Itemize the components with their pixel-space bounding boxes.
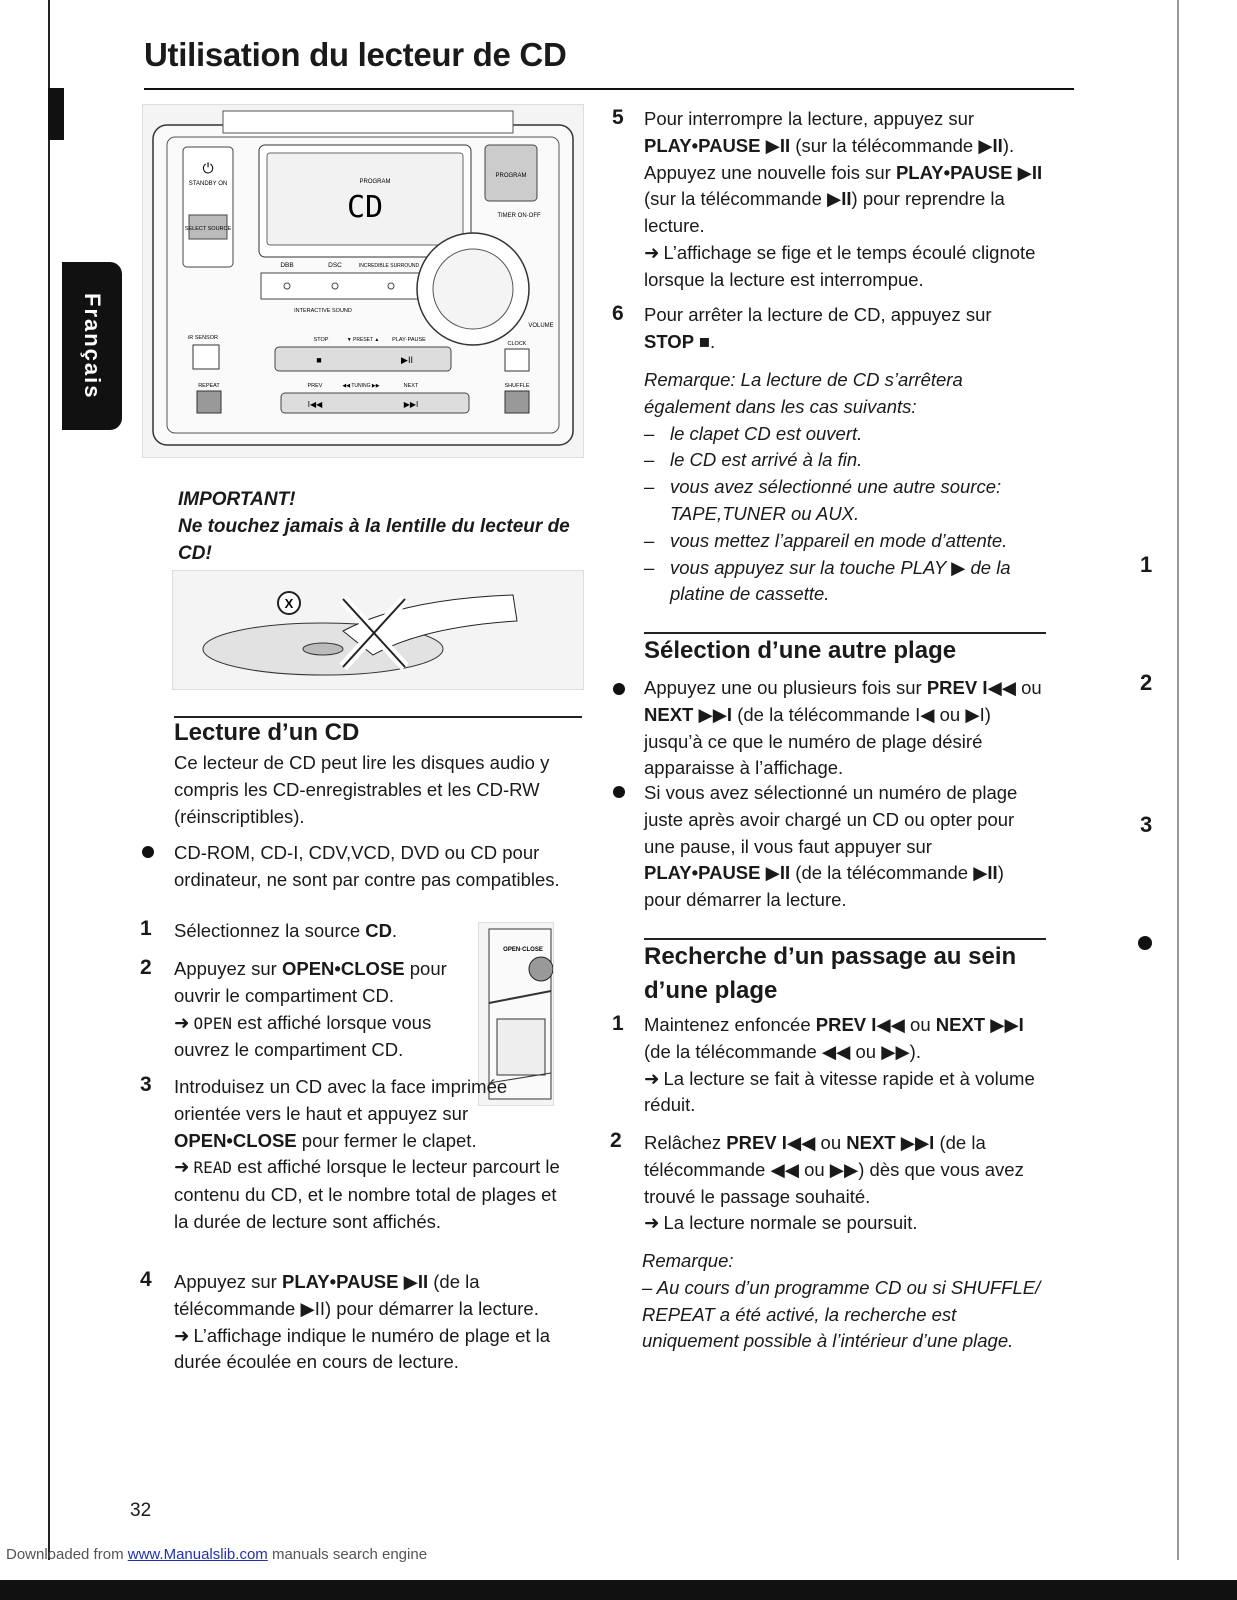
lecture-step-1: Sélectionnez la source CD.	[174, 920, 398, 941]
remarque-1-item: vous mettez l’appareil en mode d’attente…	[644, 528, 1044, 555]
timer-label: TIMER ON·OFF	[497, 213, 541, 219]
recherche-section-rule	[644, 938, 1046, 940]
display-program-label: PROGRAM	[359, 179, 390, 185]
remarque-1-list: le clapet CD est ouvert. le CD est arriv…	[644, 421, 1044, 609]
device-figure: ⏻ STANDBY ON SELECT SOURCE CD PROGRAM PR…	[142, 104, 584, 458]
lecture-section-title: Lecture d’un CD	[174, 719, 360, 746]
recherche-step-1: Maintenez enfoncée PREV I◀◀ ou NEXT ▶▶I …	[644, 1014, 1035, 1116]
selection-section-title: Sélection d’une autre plage	[644, 637, 957, 664]
step-5: Pour interrompre la lecture, appuyez sur…	[644, 108, 1043, 290]
svg-text:■: ■	[316, 355, 321, 365]
preset-label: ▼ PRESET ▲	[347, 337, 380, 343]
dbb-label: DBB	[280, 262, 293, 269]
left-margin-rule	[48, 0, 50, 1560]
remarque-1-intro: Remarque: La lecture de CD s’arrêtera ég…	[644, 369, 963, 417]
lecture-step-3-number: 3	[140, 1073, 152, 1096]
lecture-intro: Ce lecteur de CD peut lire les disques a…	[174, 752, 550, 827]
tuning-label: ◀◀ TUNING ▶▶	[342, 383, 379, 389]
dsc-label: DSC	[328, 262, 342, 269]
lecture-step-4-number: 4	[140, 1268, 152, 1291]
side-number-2: 2	[1140, 670, 1153, 695]
svg-text:⏻: ⏻	[202, 160, 213, 176]
recherche-section-title: Recherche d’un passage au sein d’une pla…	[644, 943, 1017, 1004]
remarque-1-item: le clapet CD est ouvert.	[644, 421, 1044, 448]
remarque-1-item: le CD est arrivé à la fin.	[644, 447, 1044, 474]
remarque-2: Remarque: – Au cours d’un programme CD o…	[642, 1248, 1042, 1355]
shuffle-label: SHUFFLE	[504, 383, 529, 389]
open-close-figure: OPEN·CLOSE	[478, 922, 554, 1106]
svg-text:▶▶I: ▶▶I	[404, 400, 419, 409]
important-text: Ne touchez jamais à la lentille du lecte…	[178, 516, 570, 564]
program-label: PROGRAM	[495, 173, 526, 179]
important-heading: IMPORTANT!	[178, 489, 296, 510]
prev-label: PREV	[308, 383, 323, 389]
title-rule	[144, 88, 1074, 90]
lecture-bullet-text: CD-ROM, CD-I, CDV,VCD, DVD ou CD pour or…	[174, 842, 560, 890]
svg-text:X: X	[285, 596, 294, 611]
remarque-1-item: vous appuyez sur la touche PLAY ▶ de la …	[644, 555, 1044, 609]
language-tab: Français	[62, 262, 122, 430]
select-source-label: SELECT SOURCE	[185, 226, 232, 232]
repeat-label: REPEAT	[198, 383, 220, 389]
selection-bullet-1-dot	[613, 683, 625, 695]
step-6-number: 6	[612, 302, 624, 325]
next-label: NEXT	[404, 383, 419, 389]
recherche-step-2-number: 2	[610, 1129, 622, 1152]
step-6: Pour arrêter la lecture de CD, appuyez s…	[644, 304, 992, 352]
svg-text:I◀◀: I◀◀	[308, 400, 323, 409]
incredible-label: INCREDIBLE SURROUND	[359, 263, 420, 269]
lecture-step-1-number: 1	[140, 917, 152, 940]
page-title: Utilisation du lecteur de CD	[144, 36, 567, 73]
standby-label: STANDBY ON	[189, 181, 227, 187]
bottom-scan-bar	[0, 1580, 1237, 1600]
lecture-step-2-number: 2	[140, 956, 152, 979]
selection-section-rule	[644, 632, 1046, 634]
selection-bullet-1: Appuyez une ou plusieurs fois sur PREV I…	[644, 677, 1042, 779]
language-tab-label: Français	[80, 292, 105, 400]
interactive-sound-label: INTERACTIVE SOUND	[294, 308, 352, 314]
recherche-step-1-number: 1	[612, 1012, 624, 1035]
open-close-label: OPEN·CLOSE	[503, 947, 543, 953]
step-5-number: 5	[612, 106, 624, 129]
remarque-1: Remarque: La lecture de CD s’arrêtera ég…	[644, 367, 1044, 608]
manualslib-link[interactable]: www.Manualslib.com	[127, 1546, 268, 1563]
lecture-step-2: Appuyez sur OPEN•CLOSE pour ouvrir le co…	[174, 958, 447, 1061]
ir-sensor-label: iR SENSOR	[188, 335, 218, 341]
lens-warning-figure: X	[172, 570, 584, 690]
side-number-1: 1	[1140, 552, 1153, 577]
lecture-bullet-dot	[142, 846, 154, 858]
clock-label: CLOCK	[508, 341, 527, 347]
remarque-2-text: – Au cours d’un programme CD ou si SHUFF…	[642, 1276, 1041, 1352]
selection-bullet-2: Si vous avez sélectionné un numéro de pl…	[644, 782, 1018, 911]
volume-label: VOLUME	[528, 323, 553, 329]
display-cd-text: CD	[347, 190, 383, 225]
side-dot	[1138, 936, 1152, 950]
lecture-step-3: Introduisez un CD avec la face imprimée …	[174, 1076, 560, 1232]
left-margin-mark	[48, 88, 64, 140]
play-pause-label: PLAY·PAUSE	[392, 337, 426, 343]
recherche-step-2: Relâchez PREV I◀◀ ou NEXT ▶▶I (de la tél…	[644, 1132, 1024, 1234]
lecture-step-4: Appuyez sur PLAY•PAUSE ▶II (de la téléco…	[174, 1271, 551, 1373]
footer: Downloaded from www.Manualslib.com manua…	[6, 1546, 428, 1563]
lecture-section-rule	[174, 716, 582, 718]
remarque-2-label: Remarque:	[642, 1250, 734, 1271]
stop-label: STOP	[314, 337, 329, 343]
svg-text:▶II: ▶II	[401, 355, 413, 365]
side-number-3: 3	[1140, 812, 1153, 837]
selection-bullet-2-dot	[613, 786, 625, 798]
remarque-1-item: vous avez sélectionné une autre source: …	[644, 474, 1044, 528]
right-margin-rule	[1177, 0, 1179, 1560]
page-number: 32	[130, 1500, 152, 1521]
